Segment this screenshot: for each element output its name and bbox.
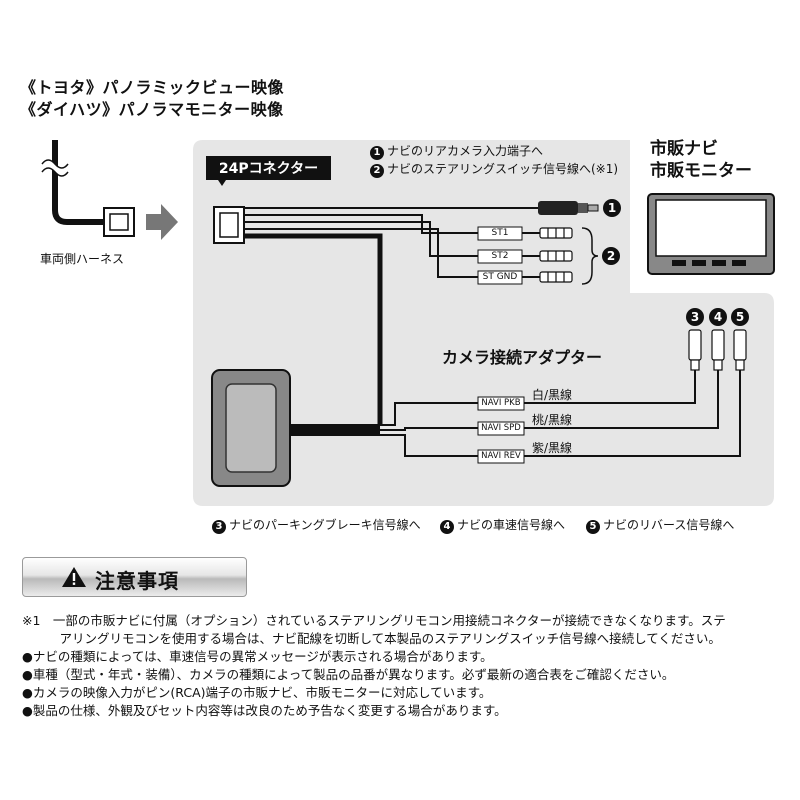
note-line: ●車種（型式・年式・装備）、カメラの種類によって製品の品番が異なります。必ず最新…	[22, 667, 675, 682]
arrow-icon	[146, 204, 178, 240]
wire-color-purple-black: 紫/黒線	[532, 441, 573, 455]
navi-tag-rev: NAVI REV	[481, 451, 521, 461]
wire-marker-3: 3	[686, 308, 704, 326]
number-badge-3: 3	[212, 520, 226, 534]
warning-notes: ※1 一部の市販ナビに付属（オプション）されているステアリングリモコン用接続コネ…	[22, 612, 726, 720]
navi-tag-pkb: NAVI PKB	[481, 398, 521, 408]
wire-marker-5: 5	[731, 308, 749, 326]
navi-tag-spd: NAVI SPD	[481, 423, 521, 433]
wire-color-white-black: 白/黒線	[532, 388, 573, 402]
source-title-daihatsu: 《ダイハツ》パノラマモニター映像	[20, 100, 284, 119]
note-line: アリングリモコンを使用する場合は、ナビ配線を切断して本製品のステアリングスイッチ…	[22, 631, 721, 646]
st-tags	[477, 226, 523, 285]
rca-connector	[538, 201, 599, 215]
adapter-label: カメラ接続アダプター	[442, 348, 603, 367]
wire-color-pink-black: 桃/黒線	[532, 413, 573, 427]
warning-triangle-icon	[62, 567, 86, 587]
number-badge-5: 5	[586, 520, 600, 534]
wire-marker-4: 4	[709, 308, 727, 326]
st-tag-1: ST1	[491, 228, 509, 238]
diagram-panel	[193, 140, 774, 506]
note-line: ※1 一部の市販ナビに付属（オプション）されているステアリングリモコン用接続コネ…	[22, 613, 726, 628]
warning-title: 注意事項	[95, 569, 179, 593]
wire-marker-1: 1	[603, 199, 621, 217]
connector-label: 24Pコネクター	[218, 161, 319, 177]
number-badge-1: 1	[370, 146, 384, 160]
wire-marker-2: 2	[602, 247, 620, 265]
number-badge-4: 4	[440, 520, 454, 534]
note-line: ●製品の仕様、外観及びセット内容等は改良のため予告なく変更する場合があります。	[22, 703, 507, 718]
wiring-diagram	[39, 140, 775, 506]
note-line: ●ナビの種類によっては、車速信号の異常メッセージが表示される場合があります。	[22, 649, 493, 664]
warning-banner: 注意事項	[22, 557, 247, 597]
camera-adapter-box	[211, 369, 291, 487]
monitor-title: 市販ナビ 市販モニター	[650, 139, 752, 181]
harness-label: 車両側ハーネス	[40, 252, 125, 266]
number-badge-2: 2	[370, 164, 384, 178]
monitor-icon	[647, 193, 775, 275]
note-line: ●カメラの映像入力がピン(RCA)端子の市販ナビ、市販モニターに対応しています。	[22, 685, 492, 700]
source-title-toyota: 《トヨタ》パノラミックビュー映像	[20, 78, 285, 97]
st-tag-2: ST2	[491, 251, 509, 261]
navi-tags	[477, 396, 525, 464]
st-tag-gnd: ST GND	[482, 272, 518, 282]
vehicle-harness	[39, 140, 135, 237]
24p-connector	[213, 206, 245, 244]
